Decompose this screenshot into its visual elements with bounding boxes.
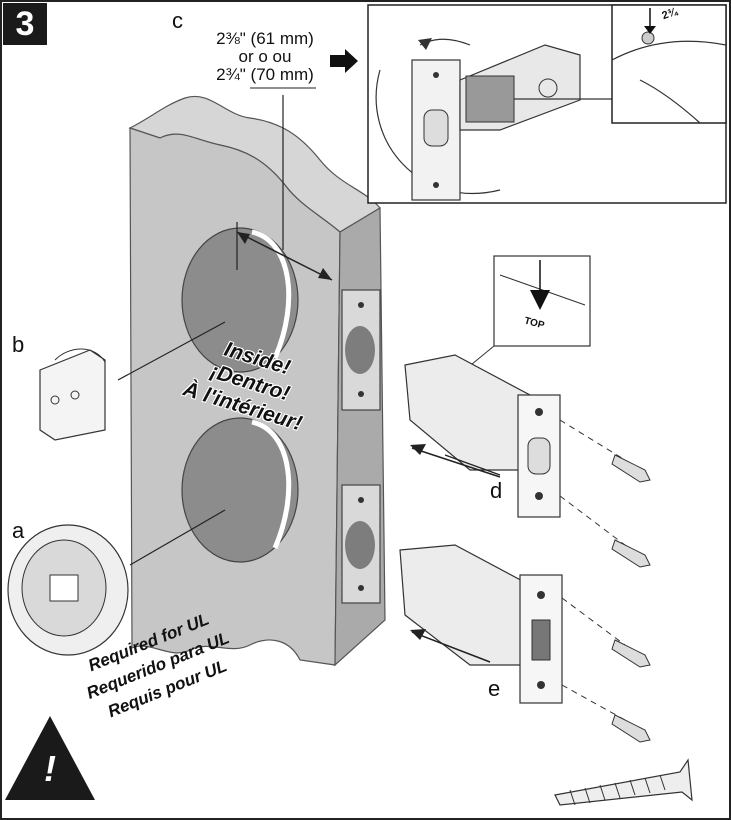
label-d: d xyxy=(490,478,503,503)
backset-dimension-line1: 2⅜" (61 mm) xyxy=(216,29,314,48)
warning-triangle-icon xyxy=(5,716,95,800)
deadbolt-latch-d xyxy=(404,255,651,568)
backset-dimension-line2: or o ou xyxy=(238,47,292,66)
detail-arrow-icon xyxy=(330,49,358,73)
door-edge-illustration xyxy=(128,87,386,667)
label-a: a xyxy=(12,518,25,543)
latch-detail-inset xyxy=(367,4,727,204)
spring-latch-e xyxy=(399,544,651,743)
long-screw-illustration xyxy=(554,758,693,806)
warning-exclamation: ! xyxy=(44,748,56,789)
strike-reinforcer-b xyxy=(39,321,226,441)
mounting-ring-a xyxy=(7,509,226,656)
step-number-badge: 3 xyxy=(3,3,47,45)
label-c: c xyxy=(172,8,183,33)
backset-dimension-label: 2⅜" (61 mm) or o ou 2¾" (70 mm) xyxy=(180,30,350,84)
backset-dimension-line3: 2¾" (70 mm) xyxy=(216,65,314,84)
label-e: e xyxy=(488,676,501,701)
label-b: b xyxy=(12,332,25,357)
